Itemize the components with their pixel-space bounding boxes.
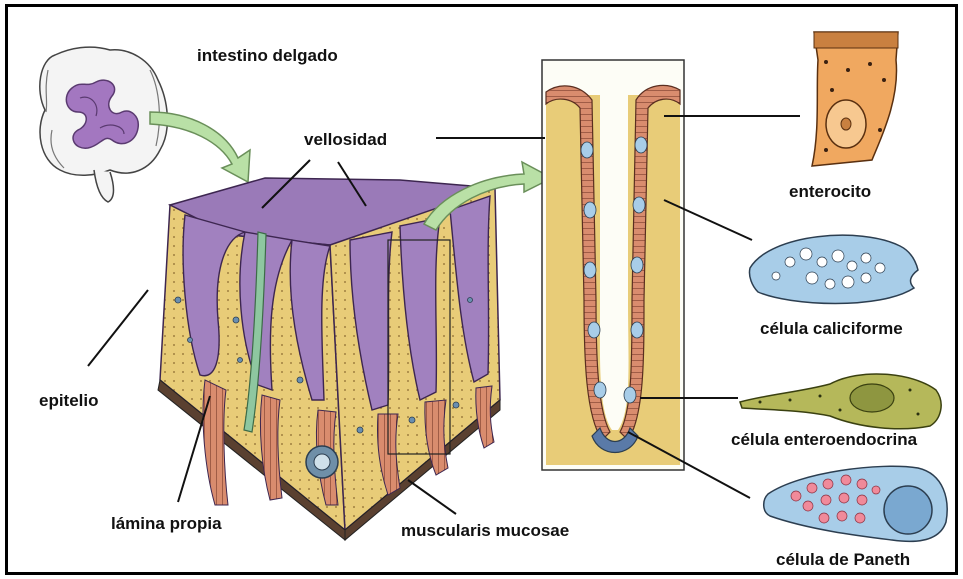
paneth-cell — [764, 466, 947, 541]
label-intestino-delgado: intestino delgado — [197, 47, 338, 64]
villus-crypt-enlargement — [542, 60, 684, 470]
intestinal-wall-block — [158, 178, 500, 540]
label-epitelio: epitelio — [39, 392, 99, 409]
enterocyte-cell — [812, 32, 898, 166]
label-celula-enteroendocrina: célula enteroendocrina — [731, 431, 917, 448]
arrow-to-block — [150, 112, 250, 182]
label-celula-de-paneth: célula de Paneth — [776, 551, 910, 568]
label-celula-caliciforme: célula caliciforme — [760, 320, 903, 337]
label-vellosidad: vellosidad — [304, 131, 387, 148]
goblet-cell — [749, 235, 918, 303]
small-intestine-illustration — [40, 47, 168, 202]
label-lamina-propia: lámina propia — [111, 515, 222, 532]
label-muscularis-mucosae: muscularis mucosae — [401, 522, 569, 539]
label-enterocito: enterocito — [789, 183, 871, 200]
enteroendocrine-cell — [740, 374, 941, 429]
